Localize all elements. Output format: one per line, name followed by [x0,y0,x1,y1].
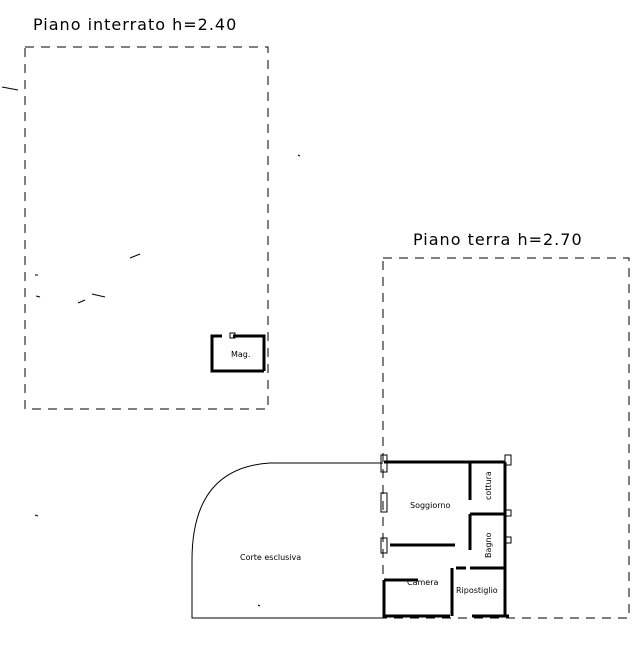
room-label-soggiorno: Soggiorno [410,501,450,510]
room-label-magazzino: Mag. [231,350,250,359]
basement-outline [24,46,269,410]
apartment-walls [380,454,512,618]
basement-floor-title: Piano interrato h=2.40 [33,15,237,34]
ground-floor-outline [382,257,630,619]
ground-floor-title: Piano terra h=2.70 [413,230,583,249]
magazzino-room [210,332,266,373]
room-label-bagno: Bagno [484,532,493,558]
room-label-corte: Corte esclusiva [240,553,301,562]
courtyard-outline [191,462,383,619]
scan-specks [1,86,301,607]
room-label-camera: Camera [407,578,438,587]
room-label-ripostiglio: Ripostiglio [456,586,498,595]
room-label-cottura: cottura [484,471,493,500]
